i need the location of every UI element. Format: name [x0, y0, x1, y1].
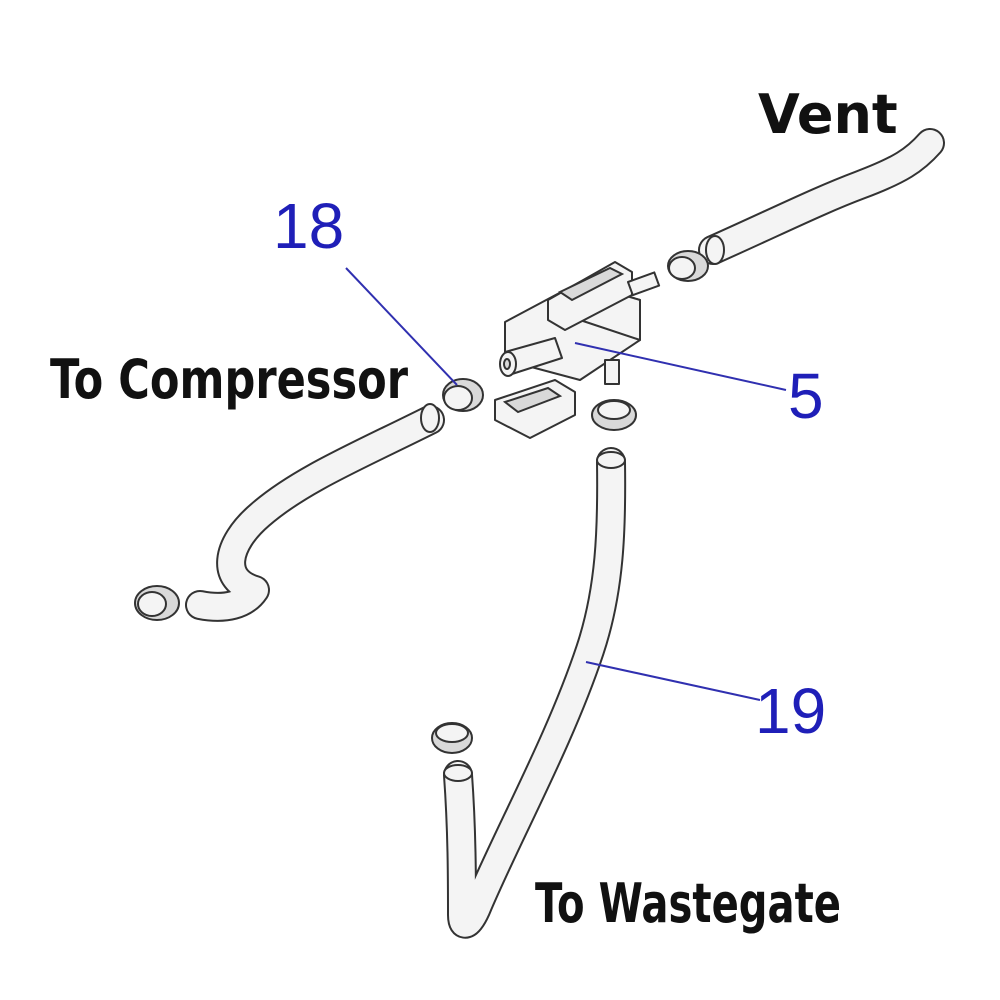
vent-hose-clamp — [667, 250, 709, 282]
compressor-hose — [185, 403, 445, 622]
solenoid-valve — [494, 261, 661, 439]
callout-5: 5 — [788, 360, 824, 432]
callout-18: 18 — [273, 190, 344, 262]
valve-lower-fitting-nut — [591, 399, 637, 431]
callout-19: 19 — [755, 675, 826, 747]
wastegate-cap-nut — [431, 722, 473, 754]
vent-label: Vent — [758, 83, 898, 146]
leader-line-19 — [585, 661, 761, 701]
to-compressor-label: To Compressor — [50, 348, 408, 411]
wastegate-hose — [443, 447, 627, 939]
leader-line-5 — [574, 342, 787, 391]
to-wastegate-label: To Wastegate — [535, 872, 841, 935]
vent-hose — [698, 128, 945, 265]
compressor-hose-clamp — [442, 378, 484, 412]
leader-line-18 — [345, 267, 458, 386]
lower-hose-clamp — [134, 585, 180, 621]
